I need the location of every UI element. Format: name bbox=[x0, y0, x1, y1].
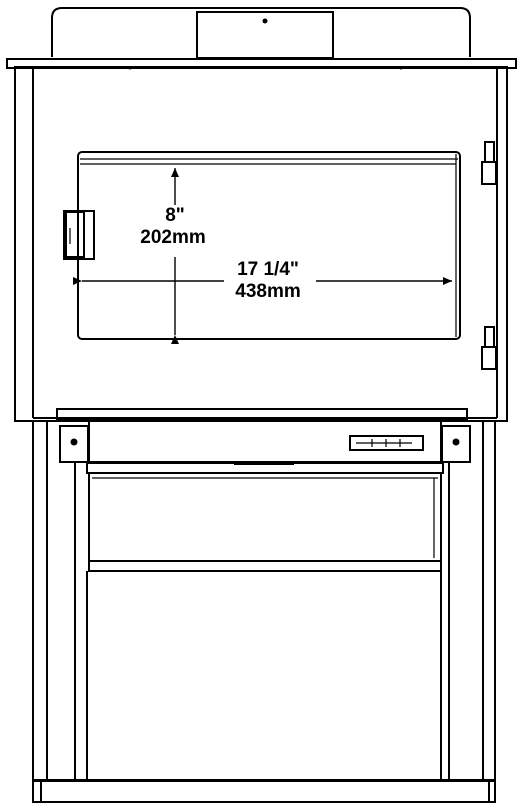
dimension-lines: 8" 202mm 17 1/4" 438mm bbox=[73, 168, 452, 344]
air-control-panel bbox=[88, 418, 442, 463]
base-plate bbox=[32, 779, 496, 803]
top-plate bbox=[51, 7, 471, 57]
height-metric-label: 202mm bbox=[140, 227, 206, 248]
upper-hinge-pin bbox=[484, 141, 495, 163]
width-imperial-label: 17 1/4" bbox=[237, 259, 299, 280]
top-screw bbox=[262, 18, 268, 24]
ash-drawer[interactable] bbox=[88, 472, 442, 562]
mount-brackets bbox=[59, 425, 471, 463]
pedestal-base bbox=[32, 779, 496, 803]
pedestal-outline bbox=[32, 420, 496, 782]
body-outline bbox=[14, 66, 508, 422]
upper-hinge bbox=[481, 161, 497, 185]
drawer-bottom-rail bbox=[88, 560, 442, 572]
glass-door bbox=[77, 151, 461, 340]
door-hinges bbox=[481, 141, 497, 370]
air-control-slider[interactable] bbox=[349, 435, 424, 451]
door-handle bbox=[63, 210, 95, 260]
stove-top bbox=[6, 7, 517, 70]
right-bracket bbox=[441, 425, 471, 463]
firebox-body bbox=[14, 66, 508, 422]
lower-hinge bbox=[481, 346, 497, 370]
ash-lip bbox=[56, 408, 468, 463]
height-imperial-label: 8" bbox=[165, 205, 185, 226]
width-metric-label: 438mm bbox=[235, 281, 301, 302]
lower-hinge-pin bbox=[484, 326, 495, 348]
pedestal bbox=[32, 420, 496, 782]
door-glass-frame bbox=[77, 151, 461, 340]
